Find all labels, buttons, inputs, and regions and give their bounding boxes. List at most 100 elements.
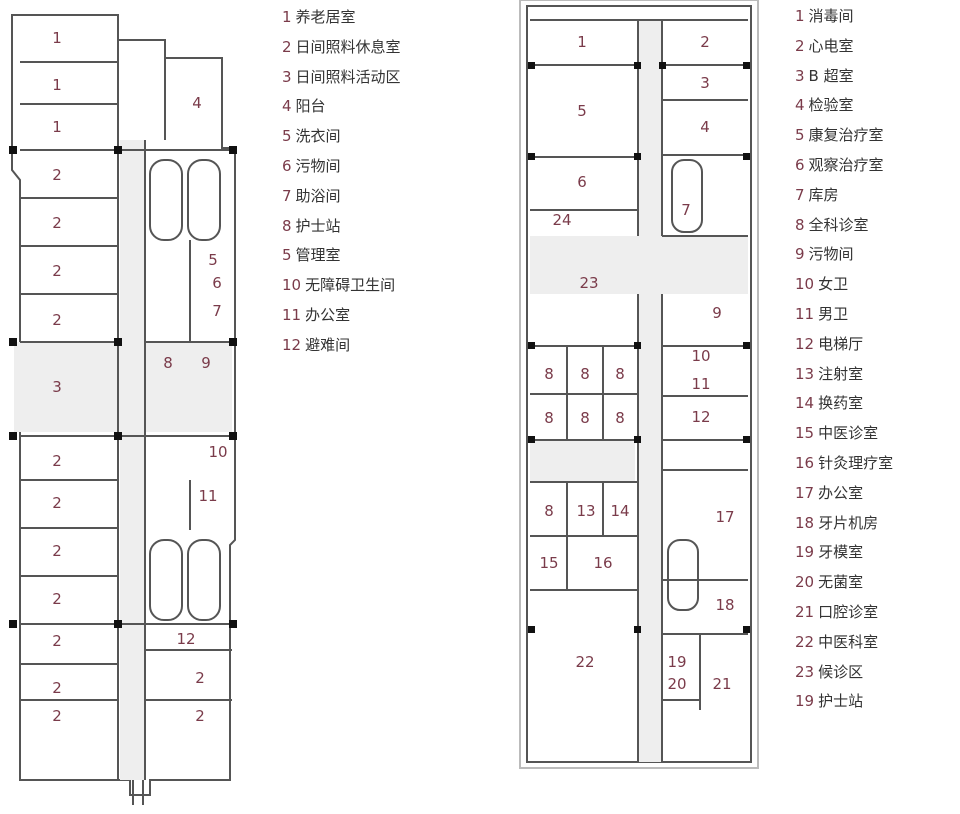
room-label: 2 bbox=[52, 214, 62, 232]
room-label: 3 bbox=[700, 74, 710, 92]
legend-number: 15 bbox=[795, 424, 815, 443]
legend-number: 5 bbox=[282, 127, 292, 146]
room-label: 11 bbox=[198, 487, 218, 505]
room-label: 8 bbox=[544, 409, 554, 427]
legend-text: 护士站 bbox=[295, 216, 341, 235]
room-label: 2 bbox=[52, 262, 62, 280]
room-label: 8 bbox=[580, 409, 590, 427]
legend-number: 6 bbox=[282, 156, 292, 175]
room-label: 16 bbox=[593, 554, 613, 572]
legend-text: 中医科室 bbox=[818, 632, 879, 651]
legend-text: 电梯厅 bbox=[818, 334, 864, 353]
legend-number: 4 bbox=[282, 97, 292, 116]
room-label: 17 bbox=[715, 508, 735, 526]
legend-number: 23 bbox=[795, 662, 815, 681]
room-label: 2 bbox=[52, 590, 62, 608]
left-corridor bbox=[120, 140, 145, 780]
room-label: 12 bbox=[691, 408, 711, 426]
room-label: 2 bbox=[195, 669, 205, 687]
room-label: 13 bbox=[576, 502, 596, 520]
legend-number: 18 bbox=[795, 513, 815, 532]
room-label: 22 bbox=[575, 653, 595, 671]
legend-text: 助浴间 bbox=[295, 186, 341, 205]
room-label: 8 bbox=[544, 502, 554, 520]
legend-text: 观察治疗室 bbox=[808, 155, 884, 174]
legend-number: 9 bbox=[795, 245, 805, 264]
legend-number: 5 bbox=[282, 246, 292, 265]
room-label: 10 bbox=[208, 443, 228, 461]
room-label: 6 bbox=[212, 274, 222, 292]
legend-number: 14 bbox=[795, 394, 815, 413]
legend-text: 护士站 bbox=[818, 692, 864, 711]
legend-number: 2 bbox=[795, 36, 805, 55]
room-label: 11 bbox=[691, 375, 711, 393]
legend-text: 中医诊室 bbox=[818, 424, 879, 443]
legend-text: 污物间 bbox=[295, 156, 341, 175]
legend-text: 养老居室 bbox=[295, 8, 356, 26]
legend-text: 办公室 bbox=[818, 483, 864, 502]
legend-number: 6 bbox=[795, 155, 805, 174]
legend-text: 针灸理疗室 bbox=[818, 453, 894, 472]
legend-text: 女卫 bbox=[818, 275, 849, 294]
legend-text: 库房 bbox=[808, 185, 839, 204]
room-label: 1 bbox=[52, 76, 62, 94]
room-label: 8 bbox=[580, 365, 590, 383]
legend-number: 16 bbox=[795, 453, 815, 472]
legend-text: 消毒间 bbox=[808, 7, 854, 25]
legend-number: 4 bbox=[795, 96, 805, 115]
legend-number: 1 bbox=[795, 7, 805, 25]
legend-number: 17 bbox=[795, 483, 815, 502]
room-label: 4 bbox=[192, 94, 202, 112]
room-label: 5 bbox=[577, 102, 587, 120]
legend-number: 11 bbox=[282, 305, 302, 324]
legend-text: 口腔诊室 bbox=[818, 602, 879, 621]
room-label: 4 bbox=[700, 118, 710, 136]
legend-text: 牙片机房 bbox=[818, 513, 879, 532]
legend-text: 洗衣间 bbox=[295, 127, 341, 146]
legend-number: 7 bbox=[282, 186, 292, 205]
room-label: 8 bbox=[163, 354, 173, 372]
legend-text: 心电室 bbox=[808, 36, 854, 55]
legend-text: B 超室 bbox=[808, 66, 854, 85]
room-label: 10 bbox=[691, 347, 711, 365]
legend-number: 22 bbox=[795, 632, 815, 651]
room-label: 2 bbox=[52, 707, 62, 725]
left-outer-wall bbox=[11, 14, 236, 796]
room-label: 2 bbox=[52, 679, 62, 697]
room-label: 7 bbox=[681, 201, 691, 219]
legend-text: 全科诊室 bbox=[808, 215, 869, 234]
legend-text: 管理室 bbox=[295, 246, 341, 265]
room-label: 2 bbox=[700, 33, 710, 51]
legend-text: 无障碍卫生间 bbox=[305, 276, 396, 295]
room-label: 2 bbox=[52, 311, 62, 329]
room-label: 12 bbox=[176, 630, 196, 648]
legend-number: 19 bbox=[795, 543, 815, 562]
legend-number: 21 bbox=[795, 602, 815, 621]
legend-number: 12 bbox=[795, 334, 815, 353]
room-label: 2 bbox=[52, 166, 62, 184]
